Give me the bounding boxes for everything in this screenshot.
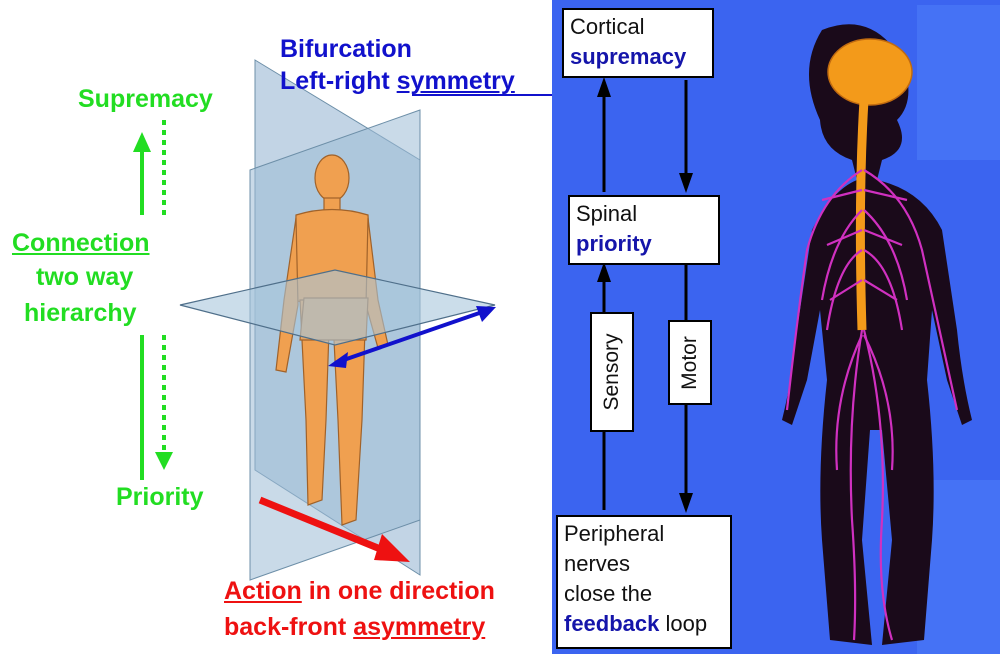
supremacy-label: Supremacy (78, 84, 213, 114)
left-right-text: Left-right (280, 67, 390, 95)
spinal-cord (860, 100, 864, 330)
action-text: Action (224, 577, 302, 605)
symmetry-text: symmetry (397, 67, 515, 95)
background-shade-top (917, 5, 1000, 160)
cortical-text: Cortical (570, 12, 706, 42)
sensory-box: Sensory (590, 312, 634, 432)
brain (828, 39, 912, 105)
close-the-text: close the (564, 579, 724, 609)
back-front-text: back-front (224, 613, 346, 641)
in-one-direction-text: in one direction (309, 577, 495, 605)
asymmetry-text: asymmetry (353, 613, 485, 641)
motor-text: Motor (678, 336, 702, 390)
horizontal-plane (180, 270, 495, 345)
hierarchy-label: hierarchy (24, 298, 137, 328)
feedback-loop-line: feedback loop (564, 609, 724, 639)
sensory-text: Sensory (600, 333, 624, 410)
peripheral-text: Peripheral (564, 519, 724, 549)
peripheral-box: Peripheral nerves close the feedback loo… (556, 515, 732, 649)
back-front-asymmetry-label: back-front asymmetry (224, 612, 485, 642)
motor-box: Motor (668, 320, 712, 405)
cortical-supremacy-text: supremacy (570, 42, 706, 72)
priority-label: Priority (116, 482, 204, 512)
two-way-label: two way (36, 262, 133, 292)
action-label: Action in one direction (224, 576, 495, 606)
nerves-text: nerves (564, 549, 724, 579)
cortical-box: Cortical supremacy (562, 8, 714, 78)
spinal-priority-text: priority (576, 229, 712, 259)
feedback-text: feedback (564, 611, 659, 636)
arrowhead-right (476, 306, 496, 322)
loop-text: loop (666, 611, 708, 636)
left-right-symmetry-label: Left-right symmetry (280, 66, 515, 96)
spinal-text: Spinal (576, 199, 712, 229)
spinal-box: Spinal priority (568, 195, 720, 265)
nervous-system-panel: Cortical supremacy Spinal priority Senso… (552, 0, 1000, 654)
bifurcation-label: Bifurcation (280, 34, 412, 64)
connection-label: Connection (12, 228, 150, 258)
